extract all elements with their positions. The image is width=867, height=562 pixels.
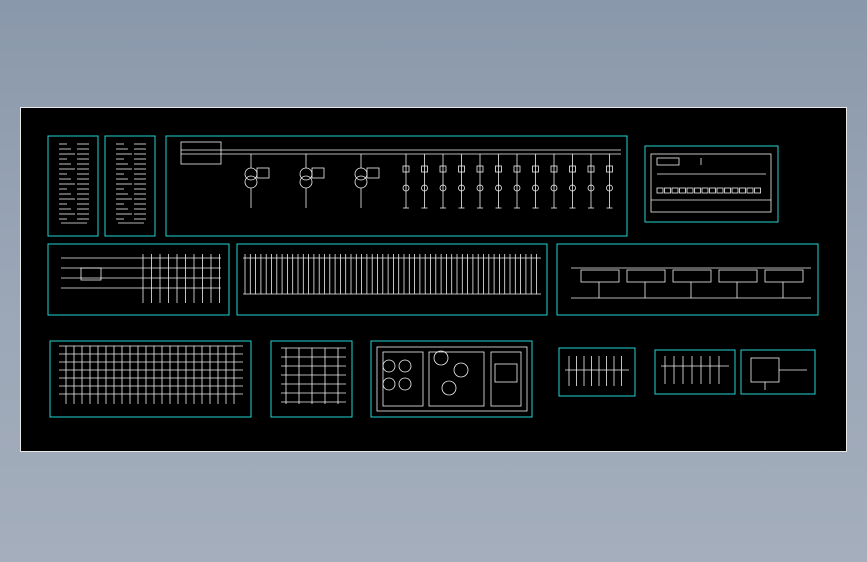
cabinet-component xyxy=(441,380,457,396)
panel-legend-left xyxy=(47,135,99,237)
title-block-cell xyxy=(716,187,724,194)
title-block-cell xyxy=(686,187,694,194)
panel-control-schematic xyxy=(47,243,230,316)
transformer-winding xyxy=(299,175,313,189)
feeder-ct xyxy=(569,184,576,192)
bus-block xyxy=(672,269,712,283)
title-block-cell xyxy=(709,187,716,194)
panel-bus-distribution xyxy=(556,243,819,316)
panel-small-detail-b xyxy=(654,349,736,395)
panel-legend-right xyxy=(104,135,156,237)
feeder-ct xyxy=(495,184,502,192)
cabinet-component xyxy=(433,350,449,366)
feeder-breaker xyxy=(532,165,539,173)
cabinet-component xyxy=(382,359,396,373)
title-block-cell xyxy=(656,187,664,194)
title-block-cell xyxy=(664,187,671,194)
panel-main-one-line xyxy=(165,135,628,237)
bus-block xyxy=(626,269,666,283)
panel-title-block xyxy=(644,145,779,223)
feeder-ct xyxy=(439,184,447,192)
title-block-cell xyxy=(731,187,739,194)
feeder-ct xyxy=(458,184,465,192)
bus-block xyxy=(580,269,620,283)
feeder-breaker xyxy=(439,165,447,173)
cabinet-component xyxy=(398,359,412,373)
panel-terminal-strip xyxy=(236,243,548,316)
title-block-cell xyxy=(671,187,679,194)
feeder-breaker xyxy=(606,165,613,173)
feeder-ct xyxy=(402,184,410,192)
detail-box xyxy=(750,357,780,383)
feeder-breaker xyxy=(476,165,484,173)
feeder-breaker xyxy=(587,165,595,173)
panel-cabinet-layout xyxy=(370,340,533,418)
incoming-unit xyxy=(180,141,222,165)
transformer-winding xyxy=(354,175,368,189)
title-block-cell xyxy=(694,187,701,194)
title-block-cell xyxy=(679,187,686,194)
title-block-cell xyxy=(701,187,709,194)
title-block-cell xyxy=(754,187,761,194)
feeder-ct xyxy=(513,184,521,192)
cad-drawing-canvas xyxy=(47,135,819,418)
feeder-breaker xyxy=(513,165,521,173)
cabinet-component xyxy=(382,377,396,391)
feeder-breaker xyxy=(402,165,410,173)
panel-relay-grid xyxy=(270,340,353,418)
feeder-ct xyxy=(476,184,484,192)
transformer-box xyxy=(256,167,270,179)
feeder-ct xyxy=(421,184,428,192)
feeder-ct xyxy=(606,184,613,192)
panel-small-detail-c xyxy=(740,349,816,395)
transformer-winding xyxy=(244,175,258,189)
title-block-cell xyxy=(746,187,754,194)
title-block-cell xyxy=(739,187,746,194)
feeder-breaker xyxy=(495,165,502,173)
cabinet-component xyxy=(398,377,412,391)
bus-block xyxy=(764,269,804,283)
title-block-cell xyxy=(724,187,731,194)
cabinet-panel xyxy=(494,363,518,383)
feeder-ct xyxy=(550,184,558,192)
feeder-breaker xyxy=(421,165,428,173)
transformer-box xyxy=(366,167,380,179)
cabinet-component xyxy=(453,362,469,378)
feeder-ct xyxy=(532,184,539,192)
drawing-sheet xyxy=(20,107,847,452)
bus-block xyxy=(718,269,758,283)
transformer-box xyxy=(311,167,325,179)
feeder-breaker xyxy=(550,165,558,173)
panel-wiring-table xyxy=(49,340,252,418)
feeder-breaker xyxy=(458,165,465,173)
panel-small-detail-a xyxy=(558,347,636,397)
control-device xyxy=(80,267,102,281)
feeder-breaker xyxy=(569,165,576,173)
feeder-ct xyxy=(587,184,595,192)
